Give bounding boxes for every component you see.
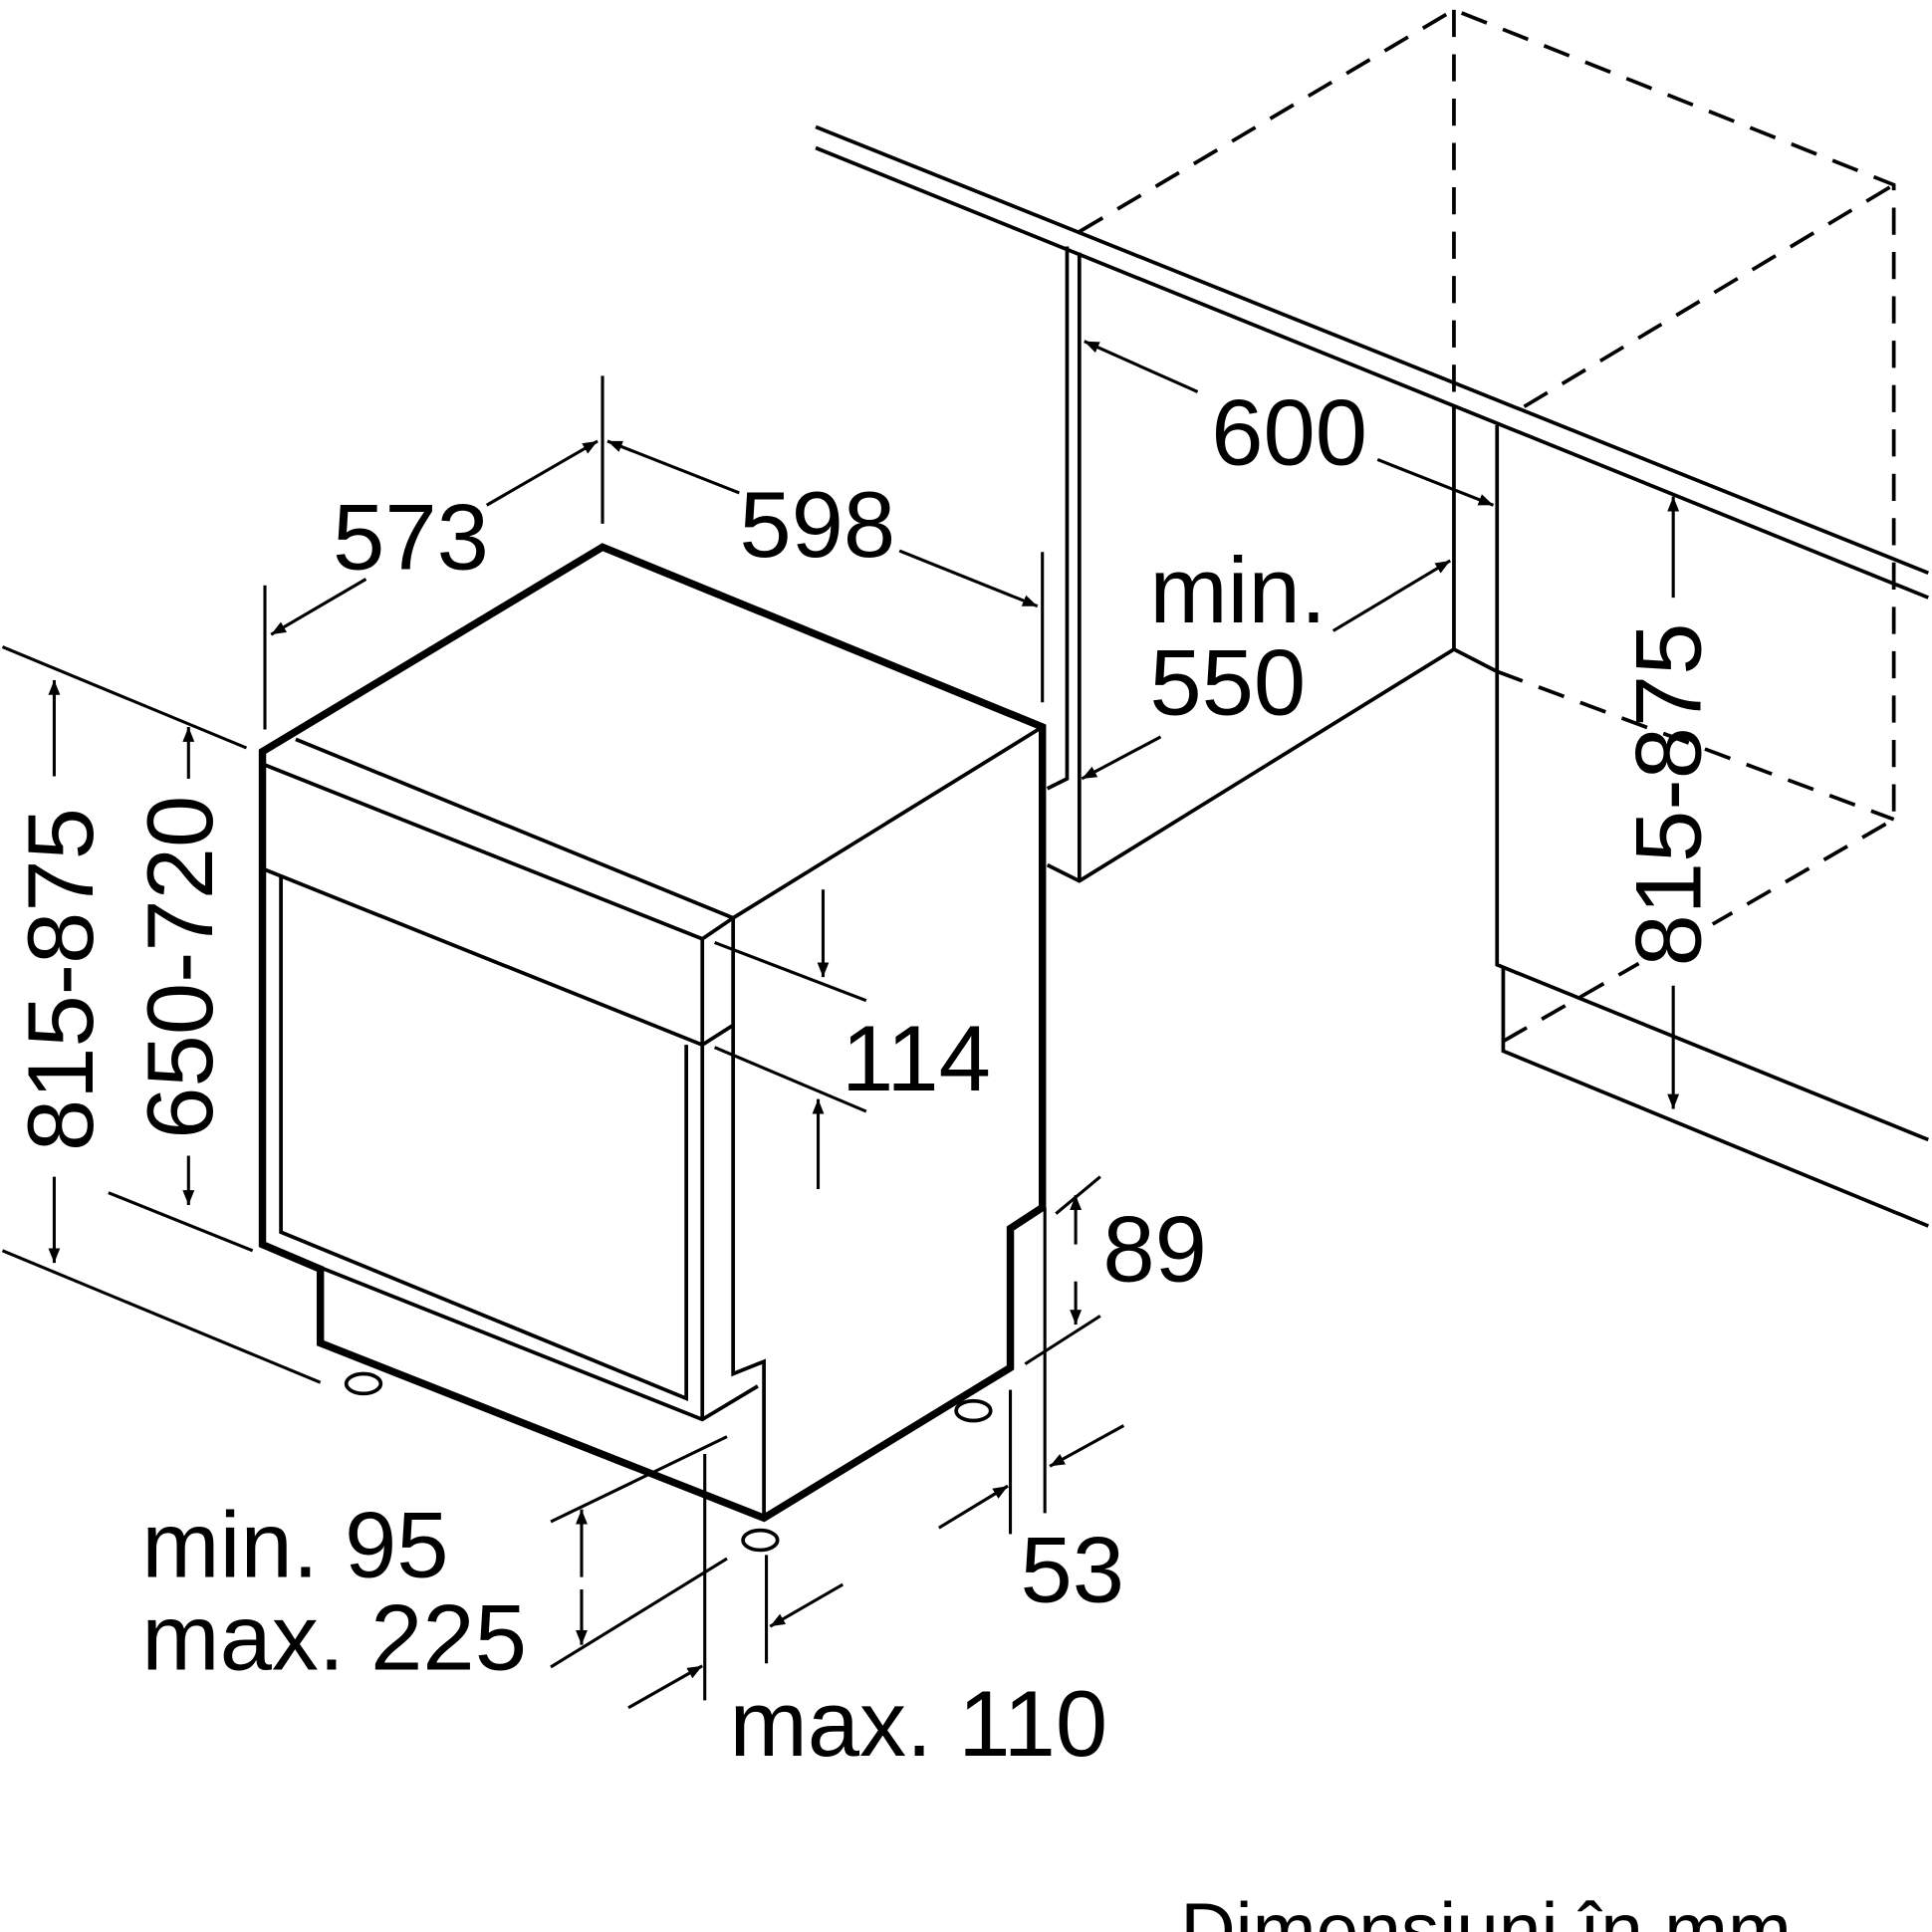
foot-icon bbox=[344, 1371, 993, 1553]
label-panel-114: 114 bbox=[842, 1006, 991, 1110]
label-max-110: max. 110 bbox=[729, 1671, 1107, 1776]
caption-units: Dimensiuni în mm bbox=[1180, 1889, 1792, 1932]
dimension-lines bbox=[1, 340, 1680, 1710]
label-height-right: 815-875 bbox=[1615, 623, 1720, 967]
label-niche-550: 550 bbox=[1149, 630, 1306, 735]
label-height-left: 815-875 bbox=[8, 808, 113, 1151]
label-door-height: 650-720 bbox=[127, 796, 232, 1139]
label-plinth-89: 89 bbox=[1102, 1197, 1207, 1302]
label-depth-573: 573 bbox=[333, 485, 489, 590]
label-niche-600: 600 bbox=[1211, 379, 1367, 484]
label-niche-min: min. bbox=[1149, 538, 1327, 642]
label-plinth-min: min. 95 bbox=[141, 1493, 448, 1597]
label-foot-53: 53 bbox=[1020, 1517, 1124, 1621]
dishwasher-body bbox=[258, 543, 1047, 1553]
label-width-598: 598 bbox=[739, 472, 895, 577]
label-plinth-max: max. 225 bbox=[141, 1584, 527, 1689]
niche-outline bbox=[815, 7, 1929, 1228]
